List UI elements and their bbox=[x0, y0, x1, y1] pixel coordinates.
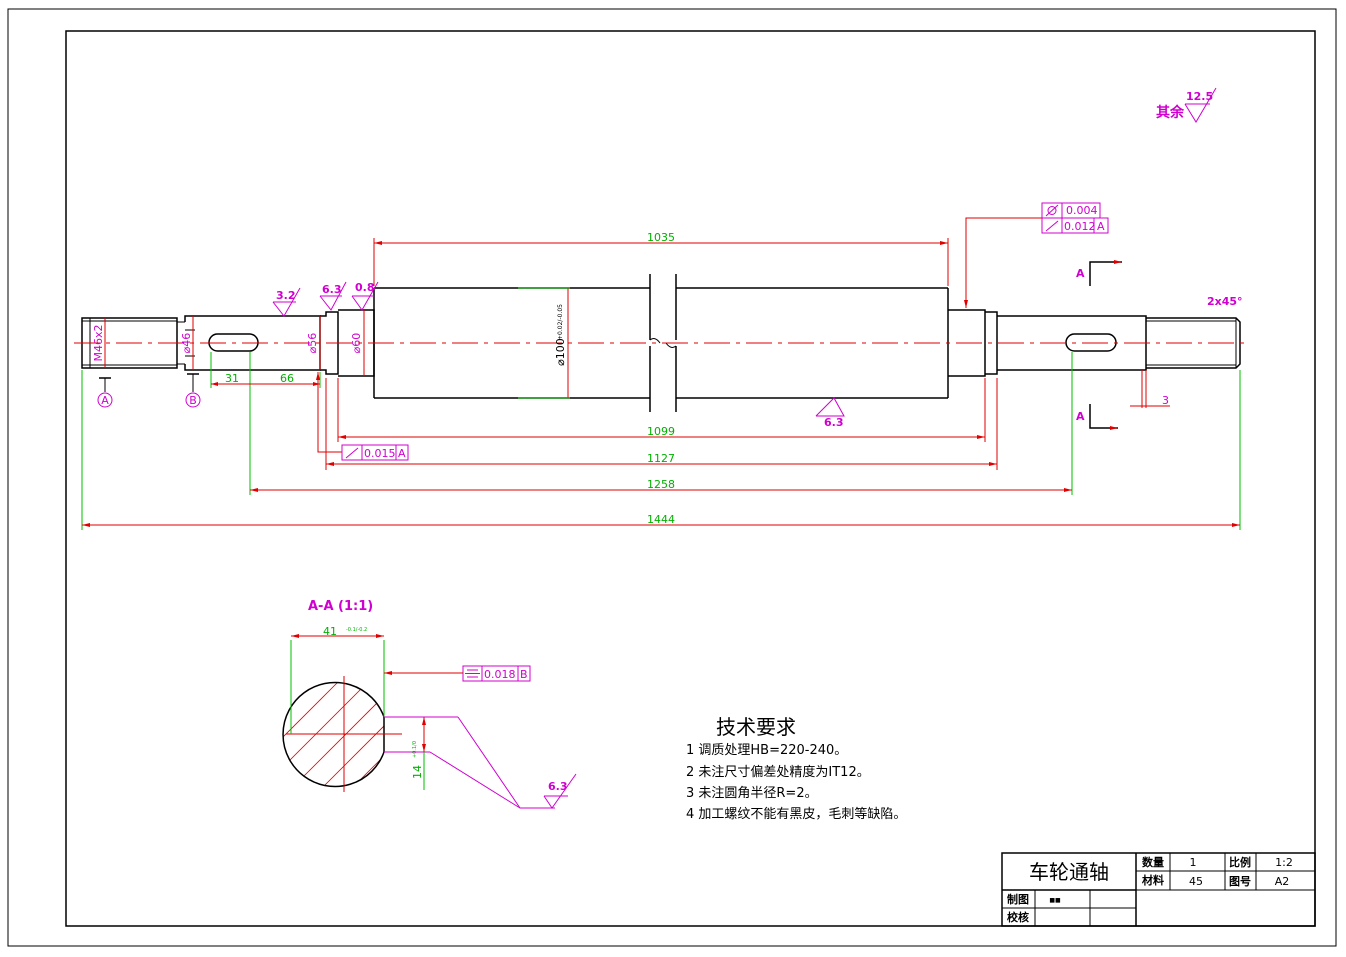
dim-66: 66 bbox=[280, 372, 294, 385]
tol-runout-left-value: 0.015 bbox=[364, 447, 396, 460]
dim-dia56: ⌀56 bbox=[306, 333, 319, 354]
roughness-3-2: 3.2 bbox=[276, 289, 296, 302]
title-part-name: 车轮通轴 bbox=[1029, 860, 1109, 884]
tol-sym-datum: B bbox=[520, 668, 528, 681]
section-marker-top: A bbox=[1076, 267, 1085, 280]
dim-key-width: 41 bbox=[323, 625, 337, 638]
dim-dia100-tol: +0.02/-0.05 bbox=[557, 304, 564, 340]
section-title: A-A (1:1) bbox=[308, 599, 373, 614]
roughness-symbols bbox=[272, 87, 1217, 417]
datum-a-label: A bbox=[101, 394, 109, 407]
roughness-6-3-section: 6.3 bbox=[548, 780, 568, 793]
roughness-default-value: 12.5 bbox=[1186, 90, 1213, 103]
tolerance-frames bbox=[341, 202, 1109, 682]
dim-1035: 1035 bbox=[647, 231, 675, 244]
dim-thread: M46x2 bbox=[92, 325, 105, 362]
title-qty-label: 数量 bbox=[1142, 855, 1164, 869]
section-arrows bbox=[1089, 260, 1122, 430]
sheet-outer-border bbox=[7, 8, 1337, 947]
dim-1258: 1258 bbox=[647, 478, 675, 491]
roughness-0-8: 0.8 bbox=[355, 281, 375, 294]
tol-runout-left-datum: A bbox=[398, 447, 406, 460]
sheet-inner-border bbox=[65, 30, 1316, 927]
roughness-6-3-left: 6.3 bbox=[322, 283, 342, 296]
dim-chamfer: 2x45° bbox=[1207, 295, 1243, 308]
title-material-value: 45 bbox=[1189, 875, 1203, 888]
dim-1099: 1099 bbox=[647, 425, 675, 438]
dim-key-depth: 14 bbox=[411, 765, 424, 779]
title-drawing-no-label: 图号 bbox=[1229, 875, 1251, 888]
datum-markers bbox=[97, 373, 201, 408]
tol-runout-top-datum: A bbox=[1097, 220, 1105, 233]
tech-req-item-4: 4 加工螺纹不能有黑皮，毛刺等缺陷。 bbox=[686, 806, 906, 822]
tol-sym-value: 0.018 bbox=[484, 668, 516, 681]
tol-cyl-value: 0.004 bbox=[1066, 204, 1098, 217]
title-drawn-value: ■■ bbox=[1049, 897, 1061, 904]
dimension-lines bbox=[81, 217, 1241, 530]
dim-31: 31 bbox=[225, 372, 239, 385]
dim-dia60: ⌀60 bbox=[350, 333, 363, 354]
tech-req-item-2: 2 未注尺寸偏差处精度为IT12。 bbox=[686, 764, 870, 780]
dim-key-width-tol: -0.1/-0.2 bbox=[346, 627, 367, 633]
section-marker-bottom: A bbox=[1076, 410, 1085, 423]
tech-req-item-3: 3 未注圆角半径R=2。 bbox=[686, 786, 818, 801]
title-scale-value: 1:2 bbox=[1275, 856, 1293, 869]
dim-1444: 1444 bbox=[647, 513, 675, 526]
roughness-6-3-mid: 6.3 bbox=[824, 416, 844, 429]
dim-key-depth-tol: +0.1/0 bbox=[412, 741, 418, 758]
tech-req-title: 技术要求 bbox=[716, 715, 796, 739]
title-drawing-no-value: A2 bbox=[1275, 875, 1290, 888]
dim-dia100: ⌀100 bbox=[554, 338, 567, 366]
roughness-default-label: 其余 bbox=[1156, 104, 1185, 121]
title-qty-value: 1 bbox=[1190, 856, 1197, 869]
title-block bbox=[1001, 852, 1316, 927]
dim-3: 3 bbox=[1162, 394, 1169, 407]
title-checked-label: 校核 bbox=[1007, 910, 1029, 924]
datum-b-label: B bbox=[189, 394, 197, 407]
dim-1127: 1127 bbox=[647, 452, 675, 465]
dim-dia46: ⌀46 bbox=[180, 333, 193, 354]
title-drawn-label: 制图 bbox=[1007, 892, 1029, 906]
tol-runout-top-value: 0.012 bbox=[1064, 220, 1096, 233]
title-material-label: 材料 bbox=[1142, 873, 1164, 887]
title-scale-label: 比例 bbox=[1229, 855, 1251, 869]
tech-req-item-1: 1 调质处理HB=220-240。 bbox=[686, 743, 847, 758]
